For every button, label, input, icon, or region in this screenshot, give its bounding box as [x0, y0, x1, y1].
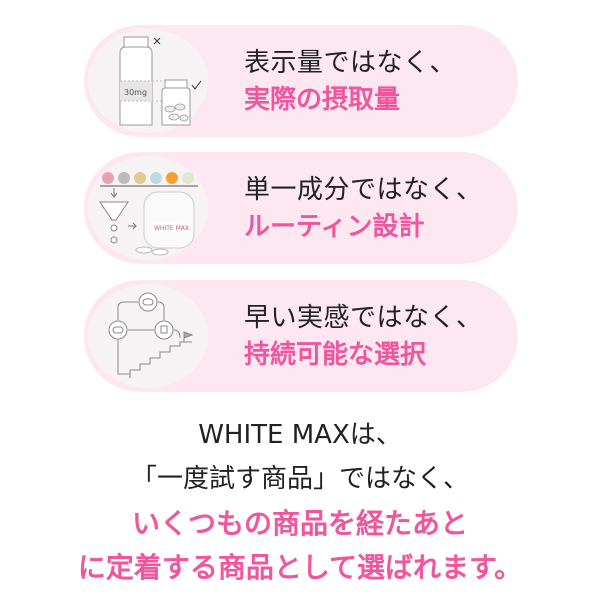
cycle-stairs-icon — [108, 292, 194, 378]
card-text: 表示量ではなく、 実際の摂取量 — [244, 45, 514, 119]
card-highlight: 持続可能な選択 — [244, 340, 427, 370]
bottle-comparison-icon: 30mg — [119, 36, 202, 126]
conclusion-line-3: いくつもの商品を経たあと — [131, 507, 468, 540]
illustration-circle: WHITE MAX — [88, 156, 208, 260]
card-highlight: 実際の摂取量 — [244, 85, 401, 115]
conclusion-line-4: に定着する商品として選ばれます。 — [77, 551, 523, 584]
feature-card-actual-intake: 30mg 表示量ではなく、 実際の摂取量 — [84, 25, 518, 137]
feature-card-sustainable-choice: 早い実感ではなく、 持続可能な選択 — [84, 280, 518, 392]
card-highlight: ルーティン設計 — [244, 212, 425, 242]
conclusion-line-2: 「一度試す商品」ではなく、 — [130, 464, 469, 494]
illustration-circle: 30mg — [88, 29, 208, 133]
card-text: 早い実感ではなく、 持続可能な選択 — [244, 300, 514, 374]
card-text: 単一成分ではなく、 ルーティン設計 — [244, 172, 514, 246]
conclusion-line-1: WHITE MAXは、 — [198, 420, 402, 450]
svg-text:30mg: 30mg — [124, 88, 147, 97]
svg-text:WHITE MAX: WHITE MAX — [154, 225, 189, 232]
card-headline: 単一成分ではなく、 — [244, 175, 483, 205]
illustration-circle — [88, 284, 208, 388]
feature-card-routine-design: WHITE MAX 単一成分ではなく、 ルーティン設計 — [84, 152, 518, 264]
ingredients-funnel-icon: WHITE MAX — [99, 172, 198, 256]
card-headline: 表示量ではなく、 — [244, 48, 457, 78]
card-headline: 早い実感ではなく、 — [244, 303, 483, 333]
